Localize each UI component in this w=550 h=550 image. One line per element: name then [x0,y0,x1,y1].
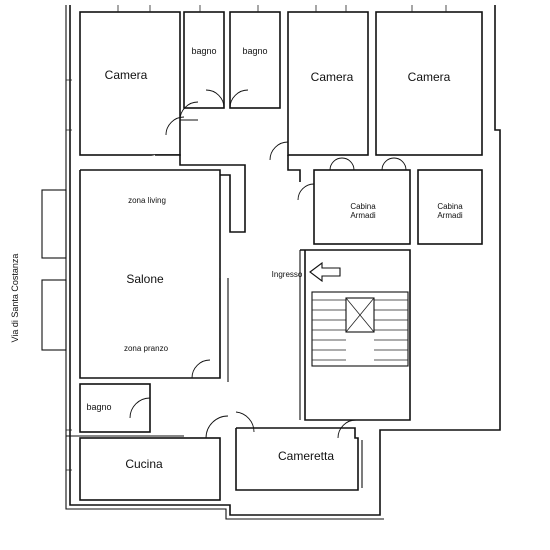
corridor-doors [165,89,315,201]
label-bagno-3: bagno [86,402,111,412]
street-label: Via di Santa Costanza [10,254,20,343]
label-salone: Salone [126,272,164,286]
label-cabina-2-line2: Armadi [437,211,463,220]
bagno-3-walls [79,383,151,433]
left-facade-windows [41,79,72,471]
entrance-arrow-icon [309,261,341,283]
label-cameretta: Cameretta [278,449,334,463]
label-zona-living: zona living [128,196,166,205]
cameretta-door [235,411,357,439]
camera-mid-walls [287,11,369,156]
salone-door [191,359,211,379]
label-bagno-2: bagno [242,46,267,56]
cabina-doors [329,157,407,171]
ingresso-walls [299,249,411,421]
cucina-walls [66,435,221,501]
cabina-2-walls [417,169,483,245]
label-zona-pranzo: zona pranzo [124,344,169,353]
cameretta-walls [235,427,363,491]
label-cabina-1-line1: Cabina [350,202,376,211]
label-cucina: Cucina [125,457,163,471]
camera-right-walls [375,11,483,156]
label-bagno-1: bagno [191,46,216,56]
label-cabina-1-line2: Armadi [350,211,376,220]
label-camera-left: Camera [105,68,148,82]
label-cabina-2-line1: Cabina [437,202,463,211]
label-camera-mid: Camera [311,70,354,84]
camera-left-walls [79,11,181,156]
elevator-shaft [345,297,375,333]
top-window-marks [117,5,447,12]
bagno-2-walls [229,11,281,109]
cucina-door [205,415,229,439]
salone-walls [79,169,229,382]
label-camera-right: Camera [408,70,451,84]
label-ingresso: Ingresso [272,270,303,279]
staircase [311,291,409,367]
bagno-1-walls [183,11,225,109]
cabina-1-walls [313,169,411,245]
